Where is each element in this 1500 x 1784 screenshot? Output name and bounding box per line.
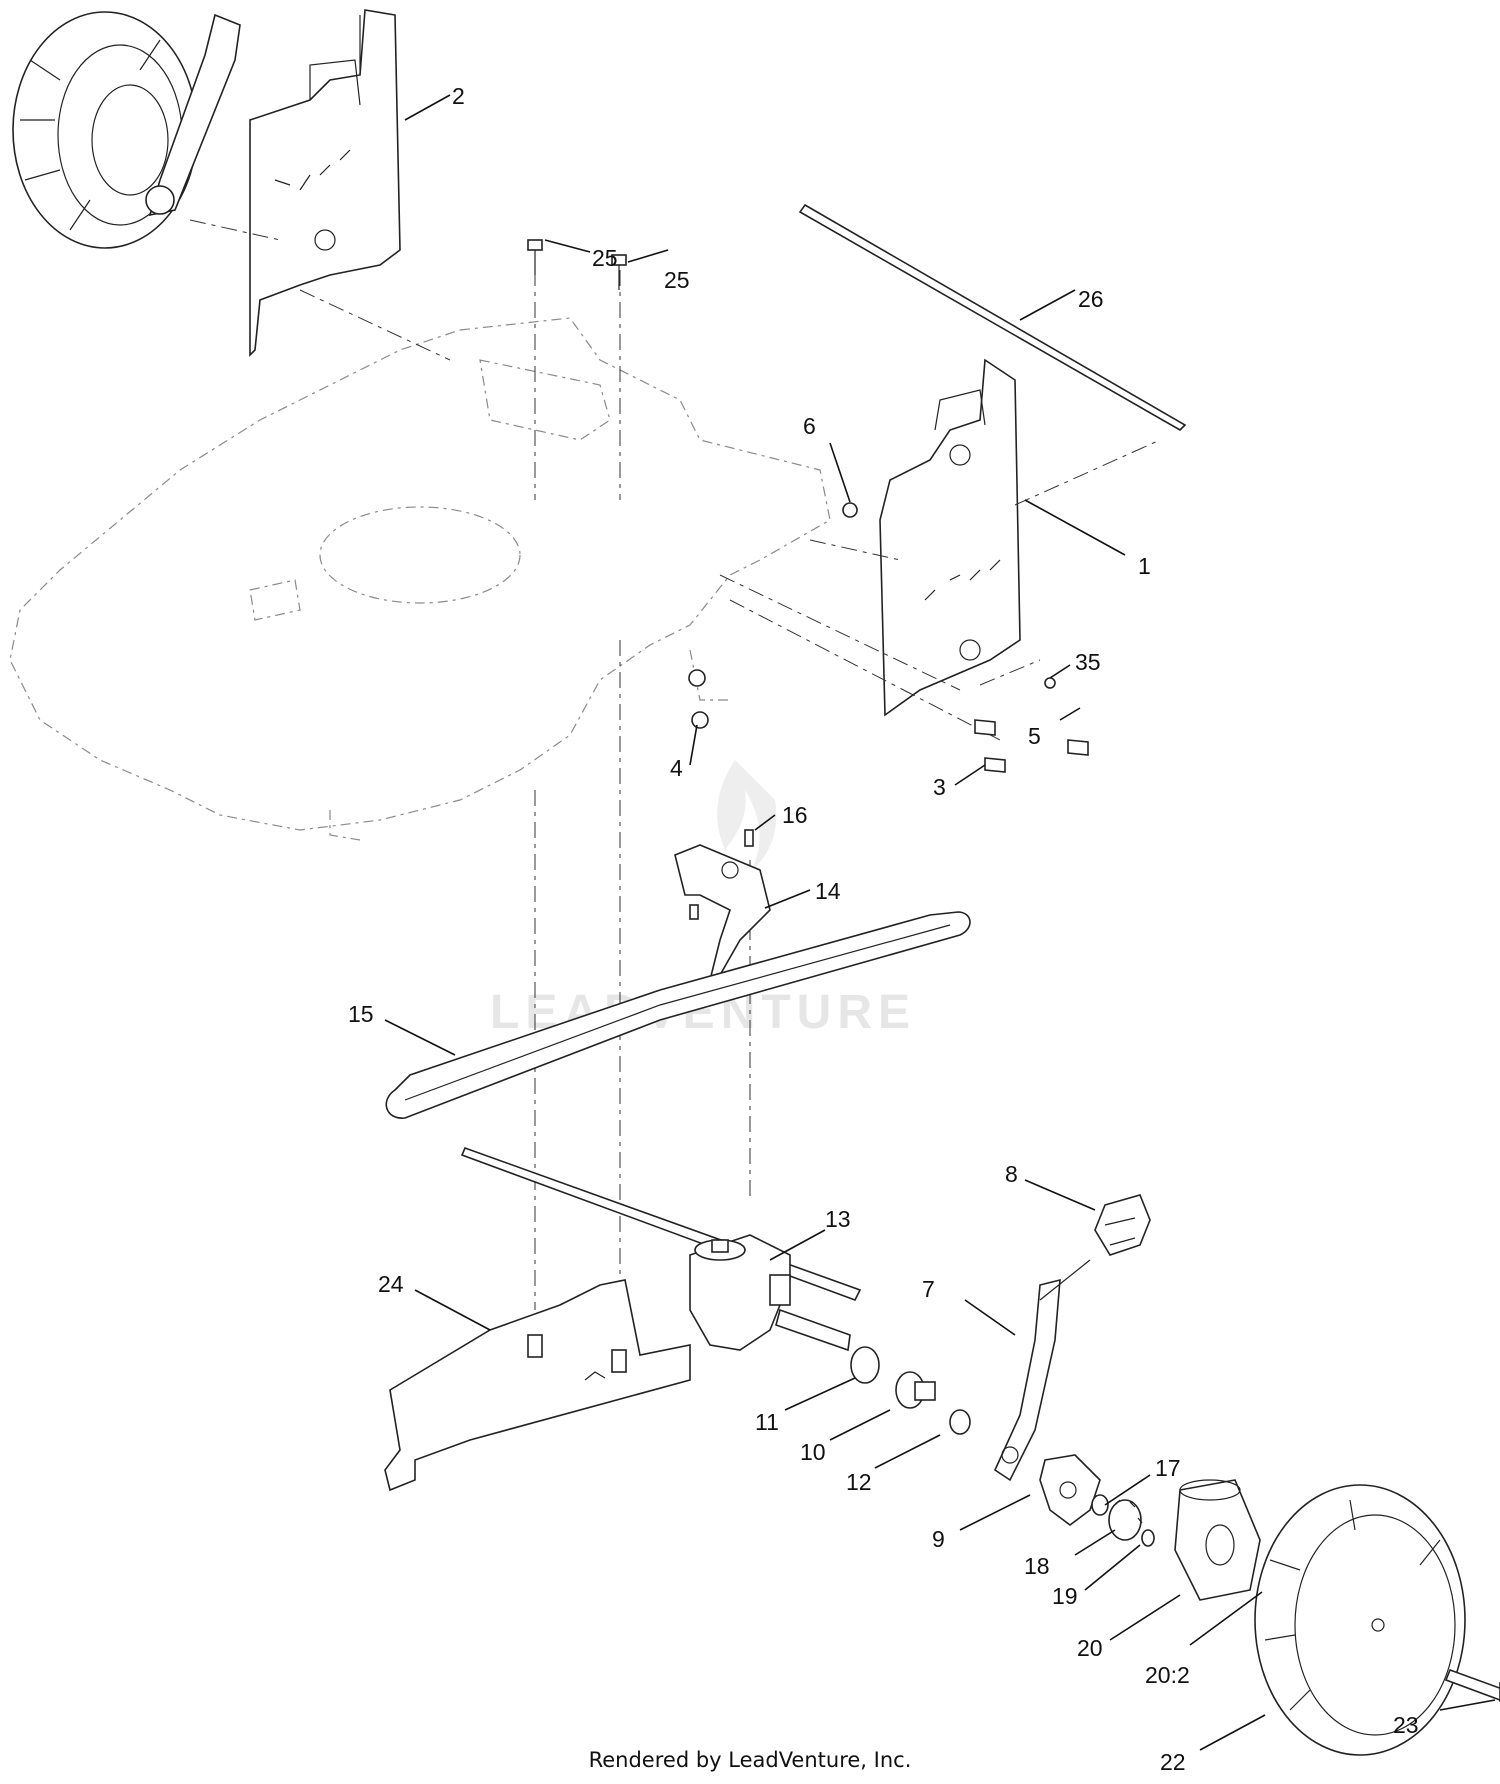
part-2-left-bracket [249,9,401,357]
callout-18: 18 [1024,1553,1050,1579]
callout-2: 2 [452,83,465,109]
parts-17-18-19 [1091,1494,1155,1547]
callout-7: 7 [922,1276,935,1302]
drive-shaft [460,1146,862,1301]
callout-9: 9 [932,1526,945,1552]
callout-25a: 25 [592,245,618,271]
callout-4: 4 [670,755,683,781]
footer-credit: Rendered by LeadVenture, Inc. [588,1748,912,1772]
callout-5: 5 [1028,723,1041,749]
part-26-rod [798,203,1187,431]
mower-deck [9,317,831,841]
callout-19: 19 [1052,1583,1078,1609]
leader-lines [384,94,1496,1751]
part-24-guard [384,1279,691,1492]
part-7-lever [993,1259,1091,1482]
fasteners [527,239,1089,847]
part-15-belt [385,911,971,1119]
callout-23: 23 [1393,1712,1419,1738]
left-wheel-assembly [12,11,241,249]
callout-3: 3 [933,774,946,800]
callout-1: 1 [1138,553,1151,579]
callouts: 2 25 25 26 6 1 35 5 3 4 16 14 15 8 13 7 … [348,83,1419,1775]
callout-35: 35 [1075,649,1101,675]
part-23-bolt [1444,1668,1500,1702]
part-9-plate [1039,1454,1101,1526]
part-13-transmission [689,1234,851,1352]
callout-26: 26 [1078,286,1104,312]
callout-13: 13 [825,1206,851,1232]
callout-6: 6 [803,413,816,439]
callout-25b: 25 [664,267,690,293]
callout-10: 10 [800,1439,826,1465]
part-1-right-bracket [879,358,1021,717]
callout-16: 16 [782,802,808,828]
callout-20-2: 20:2 [1145,1662,1190,1688]
callout-15: 15 [348,1001,374,1027]
callout-24: 24 [378,1271,404,1297]
callout-12: 12 [846,1469,872,1495]
callout-11: 11 [755,1409,779,1435]
part-8-grip [1094,1194,1151,1256]
callout-17: 17 [1155,1455,1181,1481]
callout-20: 20 [1077,1635,1103,1661]
callout-14: 14 [815,878,841,904]
part-22-wheel [1254,1484,1466,1756]
shaft-hardware [850,1346,971,1435]
callout-22: 22 [1160,1749,1186,1775]
callout-8: 8 [1005,1161,1018,1187]
